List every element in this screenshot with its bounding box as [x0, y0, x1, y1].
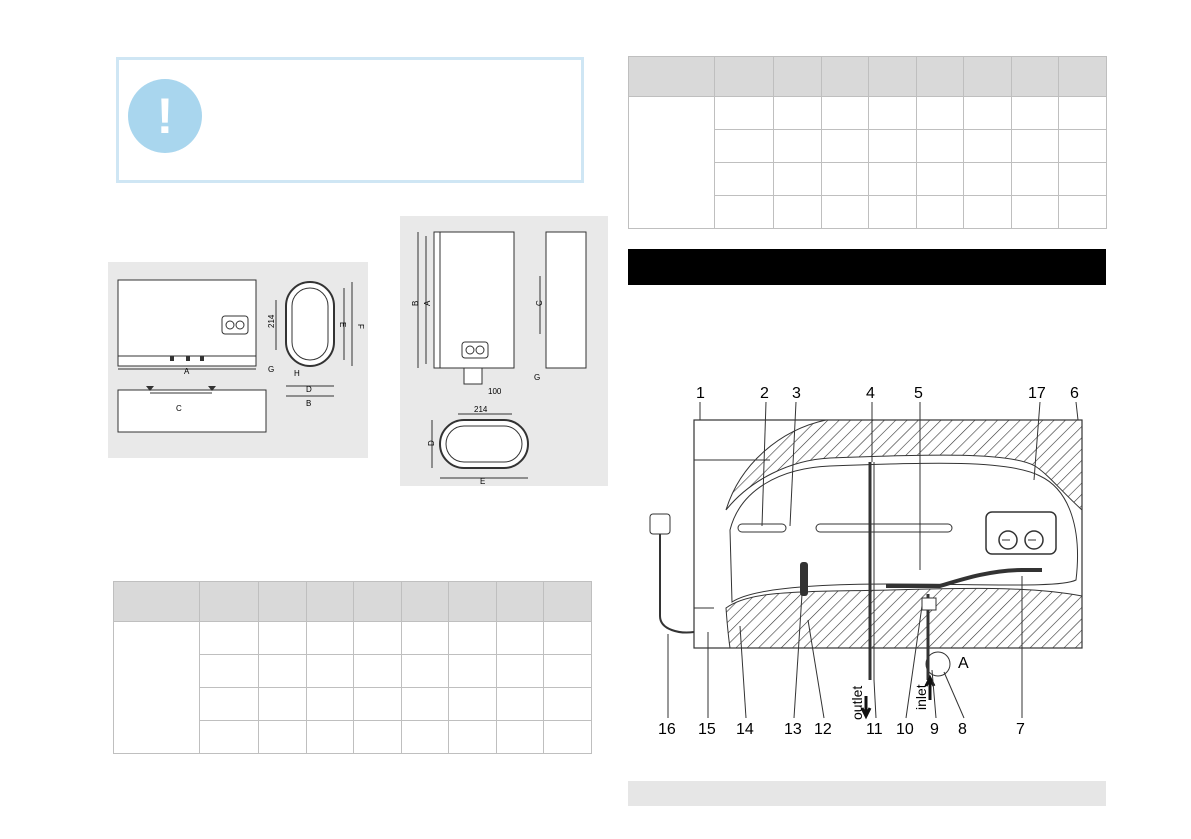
dim-D: D	[427, 440, 436, 446]
diagram-label-1: 1	[696, 385, 705, 402]
dim-214: 214	[267, 314, 276, 328]
dim-H: H	[294, 369, 300, 378]
diagram-label-4: 4	[866, 385, 875, 402]
inlet-label: inlet	[913, 684, 929, 710]
dim-A: A	[423, 300, 432, 306]
diagram-label-8: 8	[958, 721, 967, 738]
warning-box	[116, 57, 584, 183]
dim-A: A	[184, 367, 190, 376]
diagram-label-2: 2	[760, 385, 769, 402]
warning-icon-symbol: !	[156, 88, 174, 144]
dim-E: E	[338, 322, 347, 327]
diagram-label-17: 17	[1028, 385, 1046, 402]
diagram-label-10: 10	[896, 721, 914, 738]
diagram-label-5: 5	[914, 385, 923, 402]
dim-B: B	[306, 399, 311, 408]
diagram-label-16: 16	[658, 721, 676, 738]
dim-C: C	[535, 300, 544, 306]
detail-label-A: A	[958, 655, 969, 672]
diagram-label-6: 6	[1070, 385, 1079, 402]
spec-table-right	[628, 56, 1107, 229]
vertical-heater-drawing: B A 100 C G 214 D E	[400, 216, 608, 486]
diagram-label-3: 3	[792, 385, 801, 402]
dim-G: G	[534, 373, 540, 382]
spec-table-left	[113, 581, 592, 754]
diagram-label-9: 9	[930, 721, 939, 738]
dim-F: F	[356, 324, 365, 329]
dim-100: 100	[488, 387, 502, 396]
diagram-label-12: 12	[814, 721, 832, 738]
diagram-label-15: 15	[698, 721, 716, 738]
warning-icon	[128, 79, 202, 153]
dim-C: C	[176, 404, 182, 413]
dim-G: G	[268, 365, 274, 374]
diagram-label-7: 7	[1016, 721, 1025, 738]
diagram-label-13: 13	[784, 721, 802, 738]
section-heading-bar	[628, 249, 1106, 285]
dim-214: 214	[474, 405, 488, 414]
dim-E: E	[480, 477, 485, 486]
dim-B: B	[411, 301, 420, 306]
dim-D: D	[306, 385, 312, 394]
footer-bar	[628, 781, 1106, 806]
diagram-label-14: 14	[736, 721, 754, 738]
diagram-label-11: 11	[866, 721, 883, 738]
outlet-label: outlet	[849, 686, 865, 720]
heater-cutaway-diagram: 1 2 3 4 5 17 6 16 15 14 13 12 11 10 9 8 …	[649, 385, 1083, 738]
horizontal-heater-drawing: A C 214 E F G H D B	[108, 262, 368, 458]
